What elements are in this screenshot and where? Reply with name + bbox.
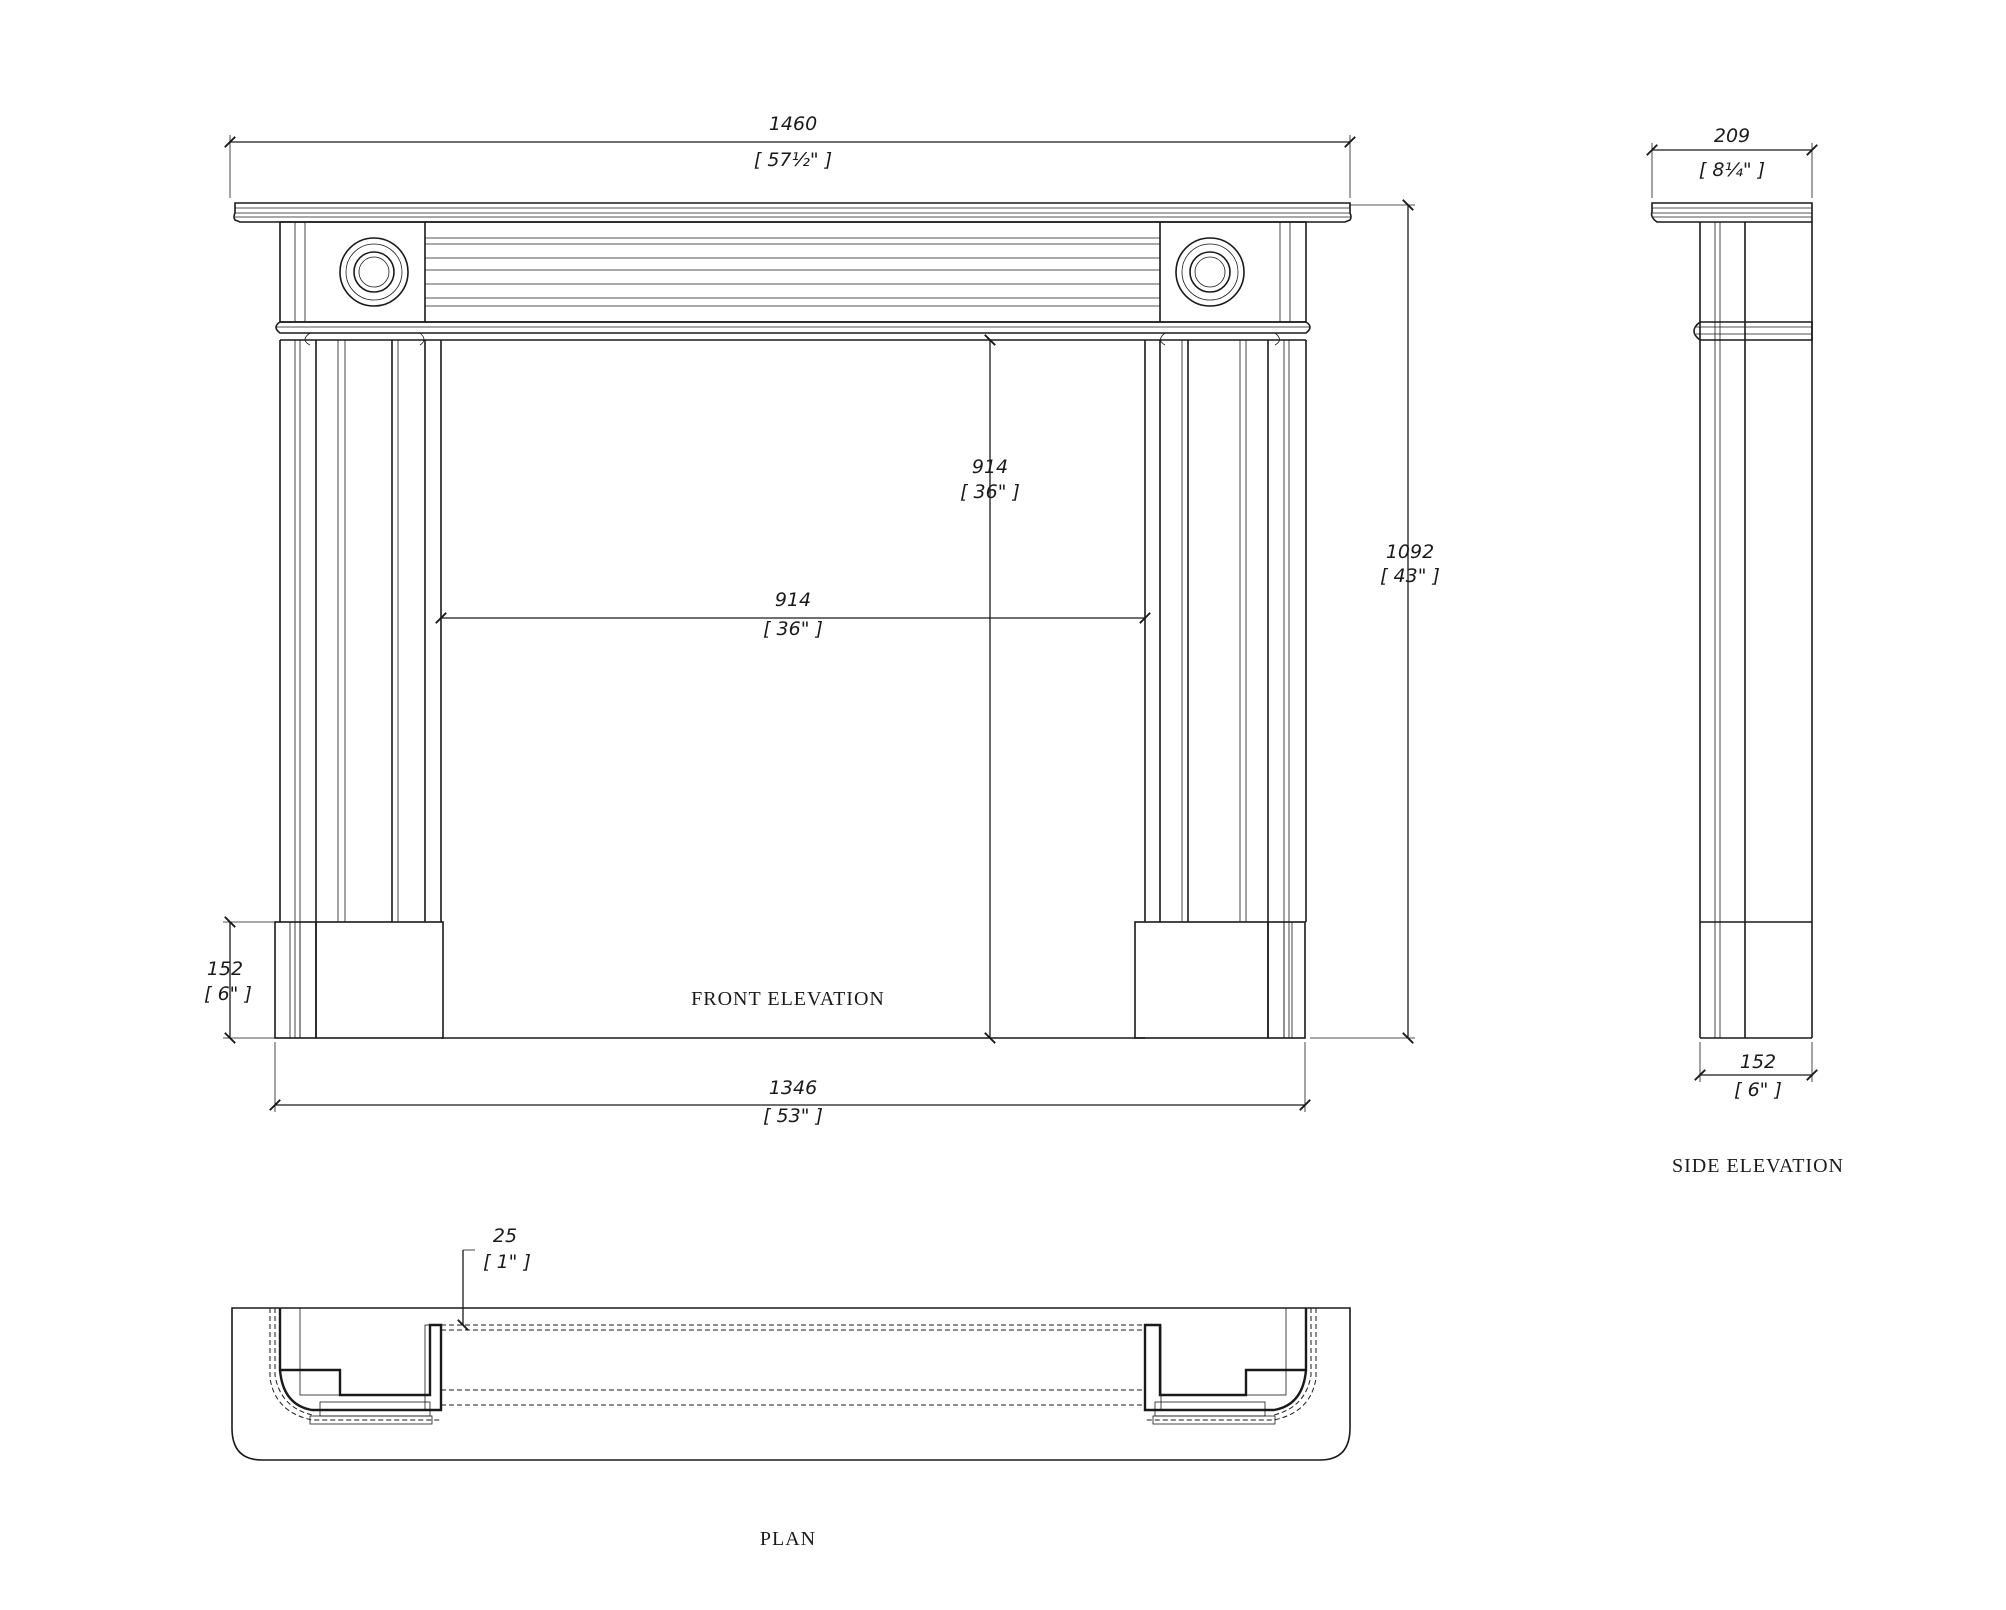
dim-shelf-depth: 209 [ 8¼" ] bbox=[1646, 125, 1818, 198]
dim-plan-offset-inch: [ 1" ] bbox=[483, 1251, 531, 1273]
dim-opening-height-mm: 914 bbox=[972, 456, 1008, 478]
dim-plinth-height-mm: 152 bbox=[207, 958, 243, 980]
dim-overall-width-mm: 1460 bbox=[769, 113, 817, 135]
dim-plinth-height-inch: [ 6" ] bbox=[204, 983, 252, 1005]
frieze bbox=[279, 221, 1307, 323]
dim-plan-offset: 25 [ 1" ] bbox=[457, 1225, 531, 1331]
dim-plinth-height: 152 [ 6" ] bbox=[204, 916, 275, 1044]
side-elevation-title: SIDE ELEVATION bbox=[1672, 1155, 1844, 1177]
dim-opening-width: 914 [ 36" ] bbox=[435, 589, 1151, 640]
plan-view: 25 [ 1" ] PLAN bbox=[231, 1225, 1351, 1550]
dim-plan-offset-mm: 25 bbox=[493, 1225, 517, 1247]
dim-side-depth: 152 [ 6" ] bbox=[1694, 1042, 1818, 1101]
roundel-right bbox=[1175, 237, 1245, 307]
front-elevation-title: FRONT ELEVATION bbox=[691, 988, 885, 1010]
mantel-shelf bbox=[233, 202, 1352, 223]
dim-base-width: 1346 [ 53" ] bbox=[269, 1042, 1311, 1127]
dim-overall-width-inch: [ 57½" ] bbox=[754, 149, 832, 171]
dim-opening-width-inch: [ 36" ] bbox=[763, 618, 823, 640]
dim-side-depth-inch: [ 6" ] bbox=[1734, 1079, 1782, 1101]
dim-overall-width: 1460 [ 57½" ] bbox=[224, 113, 1356, 198]
dim-overall-height-inch: [ 43" ] bbox=[1380, 565, 1440, 587]
capital-band bbox=[275, 321, 1311, 346]
dim-overall-height-mm: 1092 bbox=[1386, 541, 1434, 563]
left-pilaster bbox=[279, 340, 442, 1038]
dim-side-depth-mm: 152 bbox=[1740, 1051, 1776, 1073]
dim-base-width-inch: [ 53" ] bbox=[763, 1105, 823, 1127]
plinth-left bbox=[274, 921, 444, 1039]
plan-left-return bbox=[269, 1307, 443, 1425]
front-elevation: 1460 [ 57½" ] 1092 [ 43" ] 914 [ 36" ] 9… bbox=[204, 113, 1440, 1127]
right-pilaster bbox=[1144, 340, 1307, 1038]
plinth-right bbox=[1134, 921, 1306, 1039]
dim-shelf-depth-inch: [ 8¼" ] bbox=[1699, 159, 1765, 181]
dim-base-width-mm: 1346 bbox=[769, 1077, 817, 1099]
roundel-left bbox=[339, 237, 409, 307]
plan-title: PLAN bbox=[760, 1528, 816, 1550]
dim-overall-height: 1092 [ 43" ] bbox=[1310, 199, 1440, 1044]
plan-right-return bbox=[1143, 1307, 1317, 1425]
side-elevation: 209 [ 8¼" ] 152 [ 6" ] SIDE ELEVATION bbox=[1646, 125, 1844, 1177]
dim-opening-height: 914 [ 36" ] bbox=[960, 334, 1020, 1044]
dim-opening-width-mm: 914 bbox=[775, 589, 811, 611]
dim-shelf-depth-mm: 209 bbox=[1714, 125, 1750, 147]
dim-opening-height-inch: [ 36" ] bbox=[960, 481, 1020, 503]
